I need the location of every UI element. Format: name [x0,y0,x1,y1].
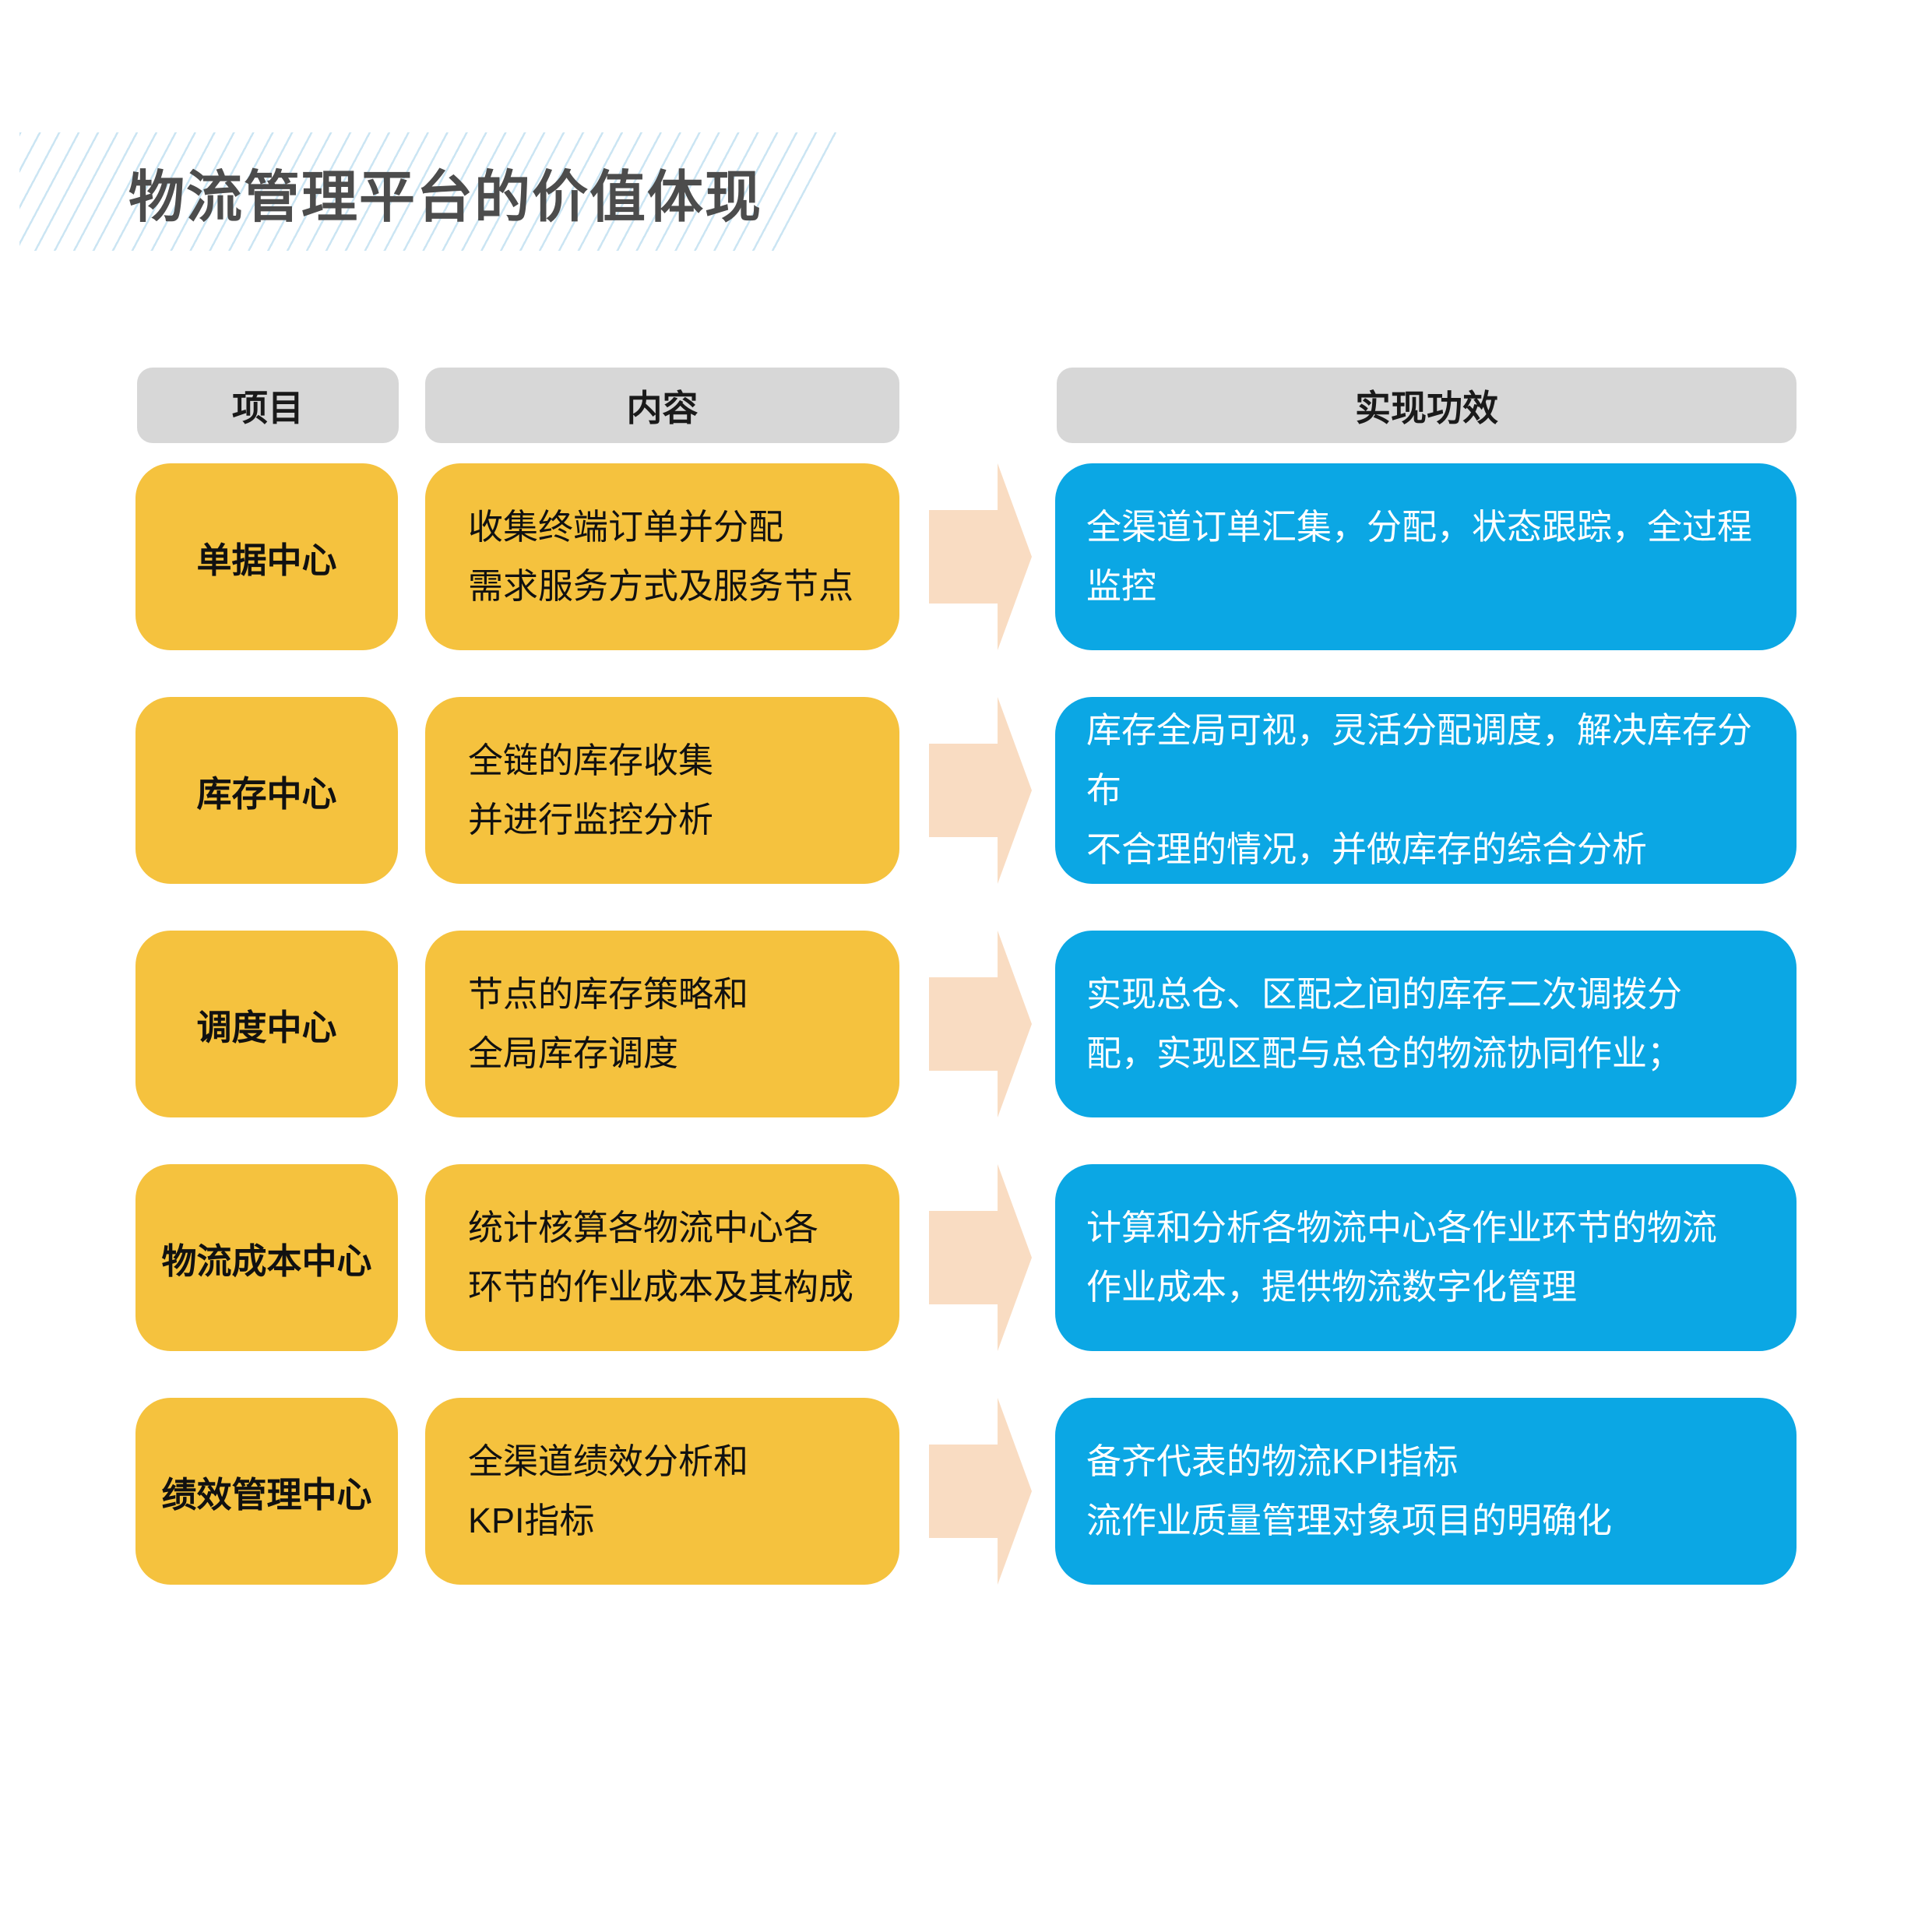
page-title-banner: 物流管理平台的价值体现 [19,132,846,251]
effect-box: 库存全局可视，灵活分配调度，解决库存分布 不合理的情况，并做库存的综合分析 [1055,697,1797,884]
table-row: 绩效管理中心 全渠道绩效分析和 KPI指标 备齐代表的物流KPI指标 流作业质量… [0,1398,1932,1585]
content-box: 统计核算各物流中心各 环节的作业成本及其构成 [425,1164,899,1351]
flow-arrow-icon [929,1398,1032,1585]
table-row: 物流成本中心 统计核算各物流中心各 环节的作业成本及其构成 计算和分析各物流中心… [0,1164,1932,1351]
content-box: 全链的库存收集 并进行监控分析 [425,697,899,884]
effect-box: 计算和分析各物流中心各作业环节的物流 作业成本，提供物流数字化管理 [1055,1164,1797,1351]
page-title: 物流管理平台的价值体现 [128,166,763,229]
column-header-effect-label: 实现功效 [1355,387,1498,428]
effect-box: 备齐代表的物流KPI指标 流作业质量管理对象项目的明确化 [1055,1398,1797,1585]
column-header-effect: 实现功效 [1057,368,1797,443]
column-header-project-label: 项目 [232,387,304,428]
table-rows: 单据中心 收集终端订单并分配 需求服务方式及服务节点 全渠道订单汇集，分配，状态… [0,463,1932,1631]
flow-arrow-icon [929,463,1032,650]
project-box: 物流成本中心 [135,1164,398,1351]
column-header-content: 内容 [425,368,899,443]
table-row: 单据中心 收集终端订单并分配 需求服务方式及服务节点 全渠道订单汇集，分配，状态… [0,463,1932,650]
project-box: 库存中心 [135,697,398,884]
content-box: 收集终端订单并分配 需求服务方式及服务节点 [425,463,899,650]
flow-arrow-icon [929,931,1032,1117]
column-header-project: 项目 [137,368,399,443]
flow-arrow-icon [929,697,1032,884]
effect-box: 实现总仓、区配之间的库存二次调拨分 配，实现区配与总仓的物流协同作业； [1055,931,1797,1117]
content-box: 节点的库存策略和 全局库存调度 [425,931,899,1117]
project-box: 绩效管理中心 [135,1398,398,1585]
table-row: 库存中心 全链的库存收集 并进行监控分析 库存全局可视，灵活分配调度，解决库存分… [0,697,1932,884]
column-header-content-label: 内容 [626,387,699,428]
project-box: 单据中心 [135,463,398,650]
flow-arrow-icon [929,1164,1032,1351]
content-box: 全渠道绩效分析和 KPI指标 [425,1398,899,1585]
effect-box: 全渠道订单汇集，分配，状态跟踪，全过程监控 [1055,463,1797,650]
project-box: 调度中心 [135,931,398,1117]
table-row: 调度中心 节点的库存策略和 全局库存调度 实现总仓、区配之间的库存二次调拨分 配… [0,931,1932,1117]
